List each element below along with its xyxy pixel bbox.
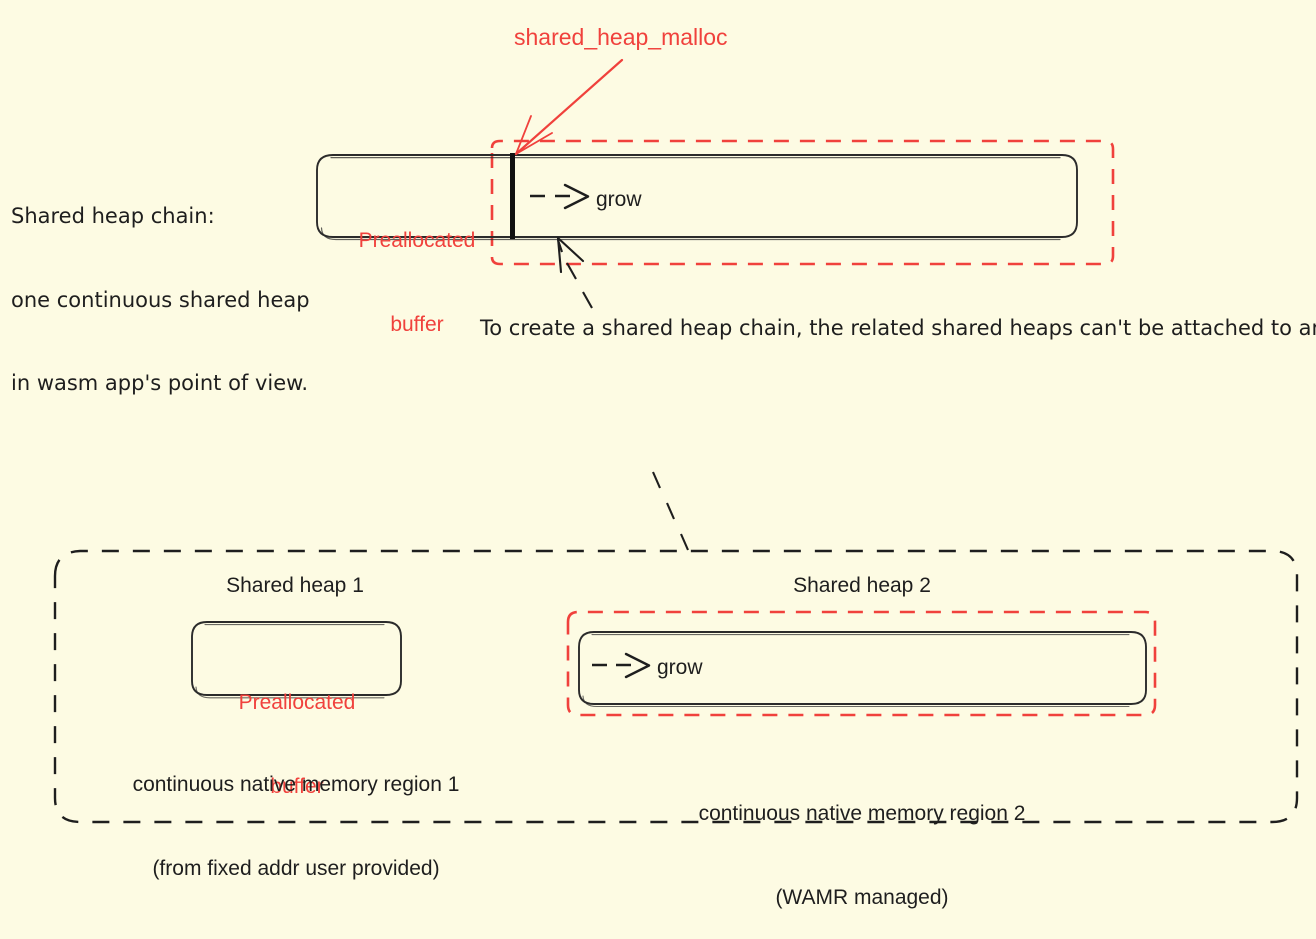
- heap1-box-sketch-stroke: [195, 624, 385, 699]
- top-heap-rectangle-sketch-stroke: [320, 157, 1061, 241]
- top-preallocated-buffer-label-line-1: Preallocated: [358, 229, 476, 253]
- heap1-title: Shared heap 1: [226, 574, 364, 597]
- heap1-preallocated-buffer-box: [191, 621, 402, 696]
- heap1-preallocated-buffer-label: Preallocated buffer: [207, 634, 387, 828]
- native-memory-container-dashed: [53, 549, 1299, 824]
- heap2-caption-line-2: (WAMR managed): [775, 885, 949, 909]
- heap1-preallocated-buffer-label-line-1: Preallocated: [238, 691, 356, 715]
- top-grow-label: grow: [596, 188, 642, 211]
- heap2-grow-arrow-icon: [592, 652, 651, 679]
- intro-note: Shared heap chain: one continuous shared…: [11, 148, 310, 425]
- top-preallocated-buffer-label-line-2: buffer: [390, 312, 444, 336]
- intro-note-line-1: Shared heap chain:: [11, 204, 215, 229]
- diagram-canvas: [0, 0, 1316, 836]
- heap2-caption: continuous native memory region 2 (WAMR …: [662, 745, 1062, 939]
- heap2-title: Shared heap 2: [793, 574, 931, 597]
- bottom-container-leader-line: [652, 471, 689, 551]
- shared-heap-chain-note: To create a shared heap chain, the relat…: [480, 315, 1316, 343]
- middle-note-leader-arrow: [556, 236, 593, 309]
- shared-heap-malloc-label: shared_heap_malloc: [514, 24, 728, 50]
- top-heap-divider: [510, 153, 515, 239]
- intro-note-line-3: in wasm app's point of view.: [11, 370, 309, 395]
- heap1-caption-line-2: (from fixed addr user provided): [152, 856, 440, 880]
- heap2-grow-label: grow: [657, 656, 703, 679]
- top-grow-arrow-icon: [530, 183, 590, 210]
- heap2-caption-line-1: continuous native memory region 2: [698, 802, 1026, 826]
- heap2-dashed-outline: [566, 610, 1157, 717]
- intro-note-line-2: one continuous shared heap: [11, 287, 310, 312]
- heap1-preallocated-buffer-label-line-2: buffer: [270, 774, 324, 798]
- heap1-caption-line-1: continuous native memory region 1: [132, 773, 460, 797]
- heap2-rectangle-sketch-stroke: [582, 634, 1130, 708]
- heap2-rectangle: [578, 631, 1147, 705]
- top-preallocated-buffer-label: Preallocated buffer: [331, 172, 503, 366]
- background: [0, 0, 1316, 836]
- heap1-caption: continuous native memory region 1 (from …: [96, 716, 496, 910]
- top-heap-rectangle: [316, 154, 1078, 238]
- shared-heap-malloc-arrow: [514, 58, 624, 156]
- top-shared-heap-dashed-outline: [490, 139, 1115, 266]
